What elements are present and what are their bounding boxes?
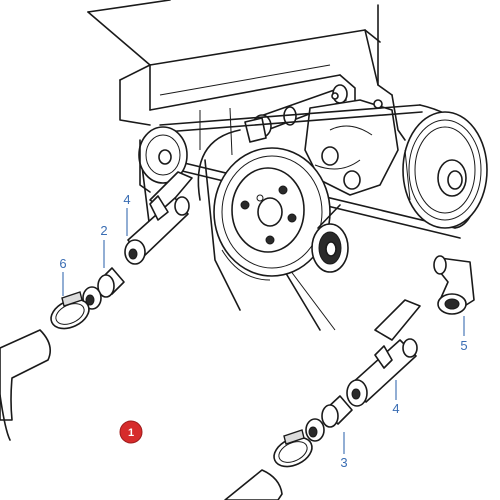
leader-lines (62, 208, 465, 454)
hose-clamp-lower (273, 429, 313, 468)
tensioner-pulley (311, 204, 349, 273)
elbow-fitting (433, 255, 475, 315)
coolant-hose-left (0, 329, 51, 441)
callout-5: 5 (460, 338, 467, 353)
callouts: 6 2 4 5 4 3 (59, 192, 467, 470)
crankshaft-pulley (213, 147, 331, 281)
callout-6: 6 (59, 256, 66, 271)
callout-3: 3 (340, 455, 347, 470)
drain-valve-lower (346, 299, 421, 407)
hose-nipple-lower (305, 395, 353, 442)
coolant-hose-lower (224, 469, 283, 500)
callout-2: 2 (100, 223, 107, 238)
drain-valve-upper (124, 171, 193, 265)
callout-4-lower: 4 (392, 401, 399, 416)
water-pump-housing (304, 99, 399, 196)
hose-clamp-upper (50, 291, 90, 330)
reference-badge: 1 (119, 420, 143, 444)
callout-4-upper: 4 (123, 192, 130, 207)
reference-badge-label: 1 (128, 427, 134, 439)
hose-nipple-upper (82, 267, 125, 310)
alternator-pulley (402, 111, 488, 229)
reference-badge-circle (119, 420, 143, 444)
left-pulley (138, 126, 188, 193)
